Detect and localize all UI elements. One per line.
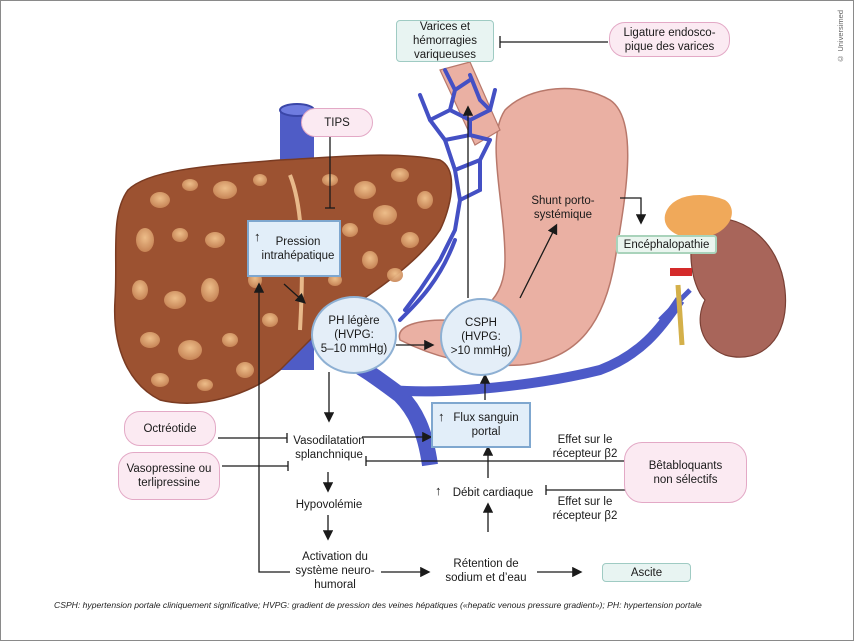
debit-label: Débit cardiaque xyxy=(452,487,534,499)
cirrhotic-liver xyxy=(113,154,453,404)
pression-node: ↑ Pression intrahépatique xyxy=(247,220,341,277)
copyright: © Universimed xyxy=(836,10,845,63)
ligature-node: Ligature endosco- pique des varices xyxy=(609,22,730,57)
pression-label: Pression intrahépatique xyxy=(261,235,335,262)
varices-network xyxy=(398,68,497,322)
ascite-node: Ascite xyxy=(602,563,691,582)
liver-nodules xyxy=(132,168,433,391)
kidney xyxy=(664,195,787,358)
flux-label: Flux sanguin portal xyxy=(453,412,519,438)
betabloquants-node: Bêtabloquants non sélectifs xyxy=(624,442,747,503)
activation-label: Activation du système neuro- humoral xyxy=(295,551,375,591)
vasodilatation-label: Vasodilatation splanchnique xyxy=(293,435,365,461)
shunt-label: Shunt porto- systémique xyxy=(531,195,595,221)
flux-node: ↑ Flux sanguin portal xyxy=(431,402,531,448)
effet-beta2-label-bottom: Effet sur le récepteur β2 xyxy=(552,496,618,522)
vasopressine-node: Vasopressine ou terlipressine xyxy=(118,452,220,500)
hypovolemie-label: Hypovolémie xyxy=(295,499,363,511)
connectors xyxy=(218,36,647,578)
varices-node: Varices et hémorragies variqueuses xyxy=(396,20,494,62)
increase-arrow-icon: ↑ xyxy=(254,229,261,244)
octreotide-node: Octréotide xyxy=(124,411,216,446)
footnote: CSPH: hypertension portale cliniquement … xyxy=(54,600,702,610)
encephalopathie-node: Encéphalopathie xyxy=(616,235,717,254)
ph-legere-node: PH légère (HVPG: 5–10 mmHg) xyxy=(311,296,397,374)
increase-arrow-icon: ↑ xyxy=(438,409,445,424)
effet-beta2-label-top: Effet sur le récepteur β2 xyxy=(552,434,618,460)
increase-arrow-icon: ↑ xyxy=(435,483,442,498)
csph-node: CSPH (HVPG: >10 mmHg) xyxy=(440,298,522,376)
tips-node: TIPS xyxy=(301,108,373,137)
retention-label: Rétention de sodium et d’eau xyxy=(445,558,527,584)
